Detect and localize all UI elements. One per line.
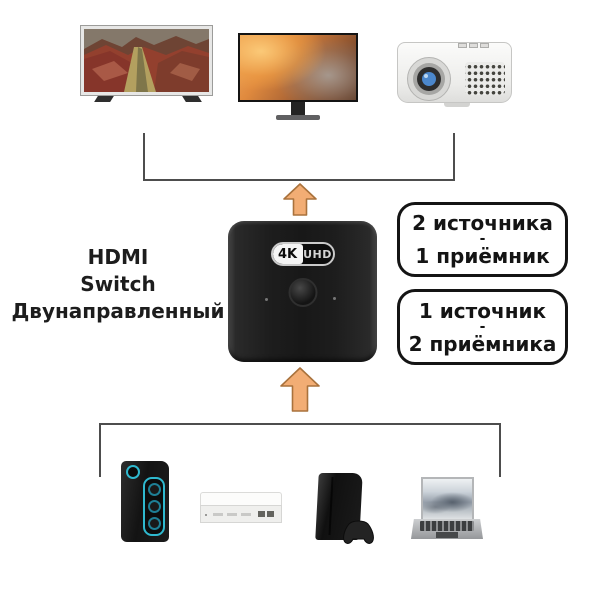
led-indicator-right (333, 297, 336, 300)
gamepad-icon (343, 520, 374, 544)
product-title: HDMI Switch Двунаправленный (8, 244, 228, 325)
media-box-icon (200, 492, 282, 523)
laptop-trackpad (436, 532, 458, 538)
media-box-front (200, 505, 282, 523)
info-box1-line3: 1 приёмник (415, 244, 550, 268)
laptop-keyboard (420, 521, 474, 531)
pc-top-fan (126, 465, 140, 479)
tv-icon (80, 25, 213, 96)
bottom-devices-connector-bracket (99, 423, 501, 477)
pc-fan (147, 483, 161, 496)
hdmi-switch-device: 4K UHD (228, 221, 377, 362)
info-box2-line1: 1 источник (418, 298, 547, 323)
pc-front-panel (143, 477, 165, 536)
laptop-base (411, 519, 483, 539)
info-box2-line3: 2 приёмника (408, 331, 557, 356)
product-title-line3: Двунаправленный (11, 299, 225, 323)
pc-fan (147, 500, 161, 513)
top-devices-connector-bracket (143, 133, 455, 181)
up-arrow-bottom-icon (280, 367, 320, 412)
pc-tower-icon (121, 461, 169, 542)
monitor-stand-neck (291, 102, 305, 117)
info-box-1-source-2-receivers: 1 источник - 2 приёмника (397, 289, 568, 365)
info-box2-dash: - (479, 318, 486, 335)
monitor-icon (238, 33, 358, 102)
product-title-line2: Switch (80, 272, 156, 296)
info-box-2-sources-1-receiver: 2 источника - 1 приёмник (397, 202, 568, 277)
product-title-line1: HDMI (87, 245, 149, 269)
4k-uhd-badge: 4K UHD (270, 242, 335, 266)
switch-select-button (288, 278, 317, 307)
monitor-wallpaper-orange-waves (240, 35, 356, 100)
tv-wallpaper-mountains (84, 29, 209, 92)
pc-fan (147, 517, 161, 530)
projector-lens-icon (407, 57, 451, 101)
info-box1-line1: 2 источника (412, 211, 553, 235)
up-arrow-top-icon (283, 183, 317, 216)
badge-uhd-label: UHD (303, 247, 332, 261)
led-indicator-left (265, 298, 268, 301)
media-box-top (200, 492, 282, 505)
monitor-stand-base (276, 115, 320, 120)
info-box1-dash: - (479, 231, 486, 247)
tv-leg-left (94, 96, 114, 102)
projector-vent-grille (465, 62, 505, 95)
tv-leg-right (182, 96, 202, 102)
badge-4k-label: 4K (272, 244, 303, 264)
laptop-icon (421, 477, 474, 519)
projector-foot (444, 103, 470, 107)
projector-buttons (458, 43, 489, 48)
